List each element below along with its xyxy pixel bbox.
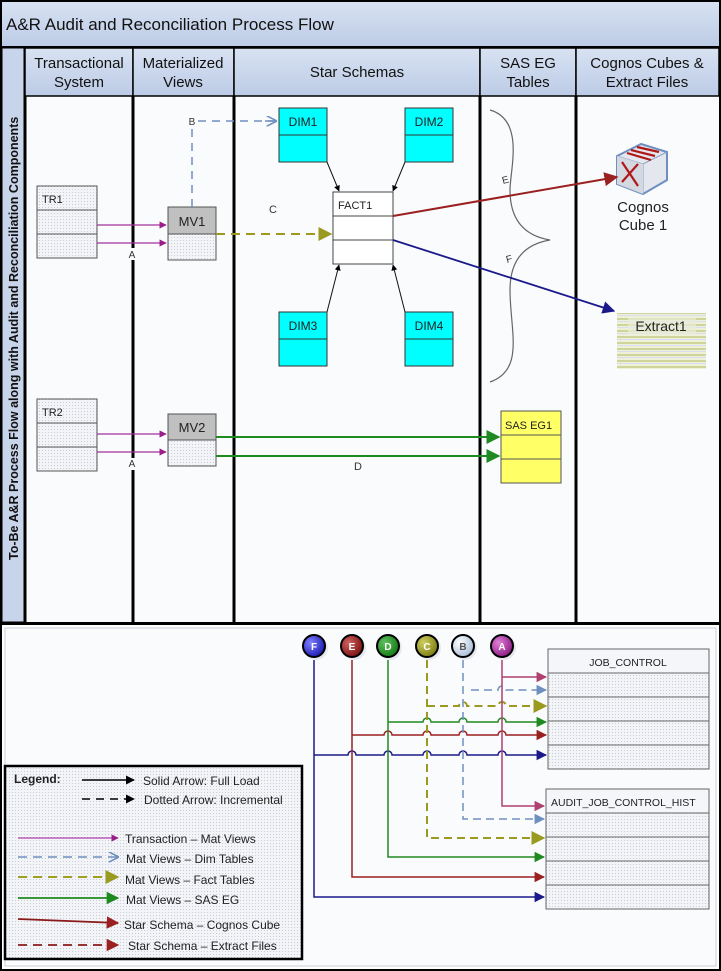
connector-d[interactable]: D [376,634,402,660]
connector-circles: F E D C B A [302,634,516,660]
legend-item-0-label: Transaction – Mat Views [125,832,256,846]
connector-b[interactable]: B [451,634,477,660]
connector-d-label: D [384,642,391,653]
connector-e[interactable]: E [340,634,366,660]
flow-label-a2: A [129,459,136,470]
flow-label-b: B [189,117,196,128]
legend-title: Legend: [14,772,61,786]
connector-e-label: E [349,642,356,653]
arrow-dim4-fact1 [391,264,406,313]
lane-headers: Transactional System Materialized Views … [24,47,720,97]
flow-label-e: E [501,174,511,186]
dim-fact-arrows [326,161,406,313]
lane-2-line1: Star Schemas [310,64,404,81]
lane-4-line1: Cognos Cubes & [590,55,703,72]
cognos-cube-icon[interactable] [616,142,668,196]
diagram-title: A&R Audit and Reconciliation Process Flo… [6,15,335,34]
saseg1-label: SAS EG1 [505,420,552,432]
cognos-label-line1: Cognos [617,199,669,216]
arrow-dim3-fact1 [326,264,341,313]
dim2-table[interactable]: DIM2 [404,107,454,163]
flow-label-c: C [269,204,277,216]
lane-0-line2: System [54,74,104,91]
legend-item-4-label: Star Schema – Cognos Cube [124,918,280,932]
mv2-label: MV2 [179,420,206,435]
legend-item-2-label: Mat Views – Fact Tables [125,873,255,887]
lane-header-cognos [575,47,720,97]
legend-item-4-line [17,916,120,929]
tr1-label: TR1 [42,194,63,206]
cognos-label-line2: Cube 1 [619,217,667,234]
audit-job-control-hist-table[interactable]: AUDIT_JOB_CONTROL_HIST [545,788,710,910]
fact1-label: FACT1 [338,200,372,212]
mv2-view[interactable]: MV2 [167,413,217,467]
flow-label-d: D [354,461,362,473]
legend-item-1-label: Mat Views – Dim Tables [126,852,254,866]
flow-f-line [392,239,616,314]
extract1-file[interactable]: Extract1 [617,313,706,369]
connector-a-label: A [498,642,505,653]
dim4-label: DIM4 [415,319,444,333]
mv1-view[interactable]: MV1 [167,206,217,261]
lane-4-line2: Extract Files [606,74,689,91]
flow-label-f: F [505,254,514,266]
lane-header-star [233,47,481,97]
dim1-table[interactable]: DIM1 [278,107,328,163]
mv1-label: MV1 [179,214,206,229]
connector-c[interactable]: C [415,634,441,660]
legend-item-5-label: Star Schema – Extract Files [128,939,277,953]
lane-0-line1: Transactional [34,55,124,72]
tr2-table[interactable]: TR2 [36,398,98,472]
tr2-label: TR2 [42,407,63,419]
flow-e-line [392,172,619,217]
dim2-label: DIM2 [415,115,444,129]
arrow-dim2-fact1 [392,161,406,192]
lane-3-line1: SAS EG [500,55,556,72]
legend-item-3-label: Mat Views – SAS EG [126,893,239,907]
connector-a[interactable]: A [490,634,516,660]
lane-1-line1: Materialized [143,55,224,72]
dim3-label: DIM3 [289,319,318,333]
dim1-label: DIM1 [289,115,318,129]
swimlane-pool: To-Be A&R Process Flow along with Audit … [0,46,721,624]
flow-d-lines [216,430,501,463]
lane-header-saseg [479,47,577,97]
fact1-table[interactable]: FACT1 [332,191,394,265]
extract1-label: Extract1 [635,318,687,334]
lane-3-line2: Tables [506,74,549,91]
audit-hist-label: AUDIT_JOB_CONTROL_HIST [551,797,696,809]
lane-1-line2: Views [163,74,203,91]
side-label: To-Be A&R Process Flow along with Audit … [7,117,21,560]
flow-label-a1: A [129,250,136,261]
tr1-table[interactable]: TR1 [36,185,98,259]
job-control-table[interactable]: JOB_CONTROL [547,648,710,770]
audit-connector-lines [313,660,548,903]
flow-a-arrows [97,221,167,456]
connector-c-label: C [423,642,430,653]
legend-dotted-label: Dotted Arrow: Incremental [144,793,283,807]
connector-f[interactable]: F [302,634,328,660]
arrow-dim1-fact1 [326,161,340,192]
title-bar: A&R Audit and Reconciliation Process Flo… [0,0,721,48]
dim3-table[interactable]: DIM3 [278,311,328,367]
legend-solid-label: Solid Arrow: Full Load [143,774,260,788]
connector-f-label: F [311,642,317,653]
connector-b-label: B [459,642,466,653]
lane-dividers [23,96,578,622]
brace-e-f [489,109,551,383]
job-control-label: JOB_CONTROL [589,657,667,669]
dim4-table[interactable]: DIM4 [404,311,454,367]
legend: Legend: Solid Arrow: Full Load Dotted Ar… [3,764,304,961]
saseg1-table[interactable]: SAS EG1 [500,410,562,484]
